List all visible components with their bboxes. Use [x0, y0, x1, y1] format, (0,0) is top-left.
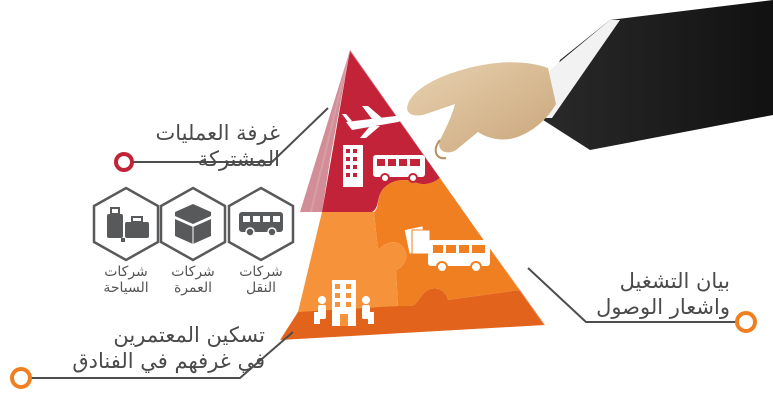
building-icon	[343, 145, 363, 187]
label-line: المشتركة	[197, 147, 280, 171]
hexagon-bus	[227, 186, 295, 262]
endpoint-circle-red	[114, 152, 134, 172]
label-line: بيان التشغيل	[619, 269, 730, 293]
bus-icon	[428, 240, 490, 273]
label-operation-statement: بيان التشغيل واشعار الوصول	[580, 268, 730, 320]
bus-icon	[373, 155, 425, 183]
hex-label-line: النقل	[245, 280, 277, 296]
document-icon	[404, 226, 431, 255]
puzzle-piece-bottom	[280, 288, 545, 340]
hand	[407, 62, 556, 153]
hexagon-label-transport: شركات النقل	[226, 264, 296, 296]
label-housing: تسكين المعتمرين في غرفهم في الفنادق	[40, 322, 265, 374]
label-line: غرفة العمليات	[155, 121, 280, 145]
airplane-icon	[342, 106, 402, 138]
luggage-icon	[107, 207, 149, 242]
hex-label-line: شركات	[239, 264, 283, 280]
endpoint-circle-orange	[735, 311, 757, 333]
puzzle-piece-left	[298, 212, 407, 312]
pyramid-edge-left	[279, 49, 351, 341]
shirt-cuff	[540, 20, 620, 118]
hexagon-luggage	[92, 186, 160, 262]
label-line: في غرفهم في الفنادق	[72, 349, 265, 373]
hex-label-line: شركات	[171, 264, 215, 280]
label-operations-room: غرفة العمليات المشتركة	[120, 120, 280, 172]
hex-label-line: السياحة	[103, 280, 149, 296]
kaaba-icon	[175, 204, 211, 244]
thumb-shadow	[434, 139, 447, 160]
hand-illustration	[407, 0, 773, 160]
hex-label-line: شركات	[104, 264, 148, 280]
puzzle-piece-top-shade	[300, 50, 350, 212]
pyramid-edge-right	[349, 49, 546, 326]
bus-icon	[239, 212, 283, 237]
connectors	[30, 107, 738, 379]
connector-operation-statement	[527, 267, 738, 323]
connector-housing	[30, 331, 294, 379]
connector-operations-room	[132, 107, 329, 163]
hotel-guests-icon	[314, 280, 374, 326]
hex-label-line: العمرة	[173, 280, 213, 296]
hexagon-label-umrah: شركات العمرة	[158, 264, 228, 296]
label-line: واشعار الوصول	[596, 295, 730, 319]
hexagon-label-tourism: شركات السياحة	[91, 264, 161, 296]
hexagon-kaaba	[159, 186, 227, 262]
label-line: تسكين المعتمرين	[113, 323, 265, 347]
endpoint-circle-orange	[10, 367, 32, 389]
